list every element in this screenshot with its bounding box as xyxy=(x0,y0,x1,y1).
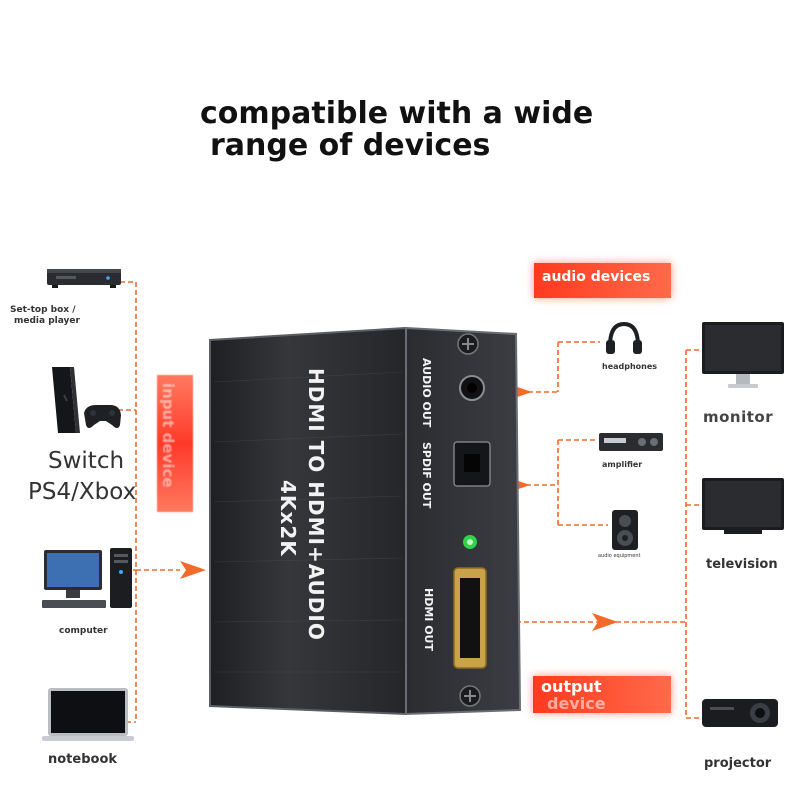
television-image xyxy=(700,476,786,543)
television-icon xyxy=(702,478,784,534)
headphones-image xyxy=(604,320,644,361)
amplifier-image xyxy=(598,430,664,461)
notebook-image xyxy=(42,686,134,749)
device-name: HDMI TO HDMI+AUDIO xyxy=(304,368,328,641)
television-label: television xyxy=(706,557,778,572)
spdif-out-label: SPDIF OUT xyxy=(420,442,433,509)
speaker-icon xyxy=(612,510,638,550)
game-console-icon xyxy=(52,367,121,433)
computer-label: computer xyxy=(59,626,108,636)
input-device-tag: input device xyxy=(157,375,193,512)
audio-out-label: AUDIO OUT xyxy=(420,358,433,428)
device-resolution: 4Kx2K xyxy=(276,480,300,557)
hdmi-out-label: HDMI OUT xyxy=(422,588,435,651)
notebook-label: notebook xyxy=(48,752,118,767)
headphones-icon xyxy=(606,321,642,354)
title-line-2: range of devices xyxy=(210,128,491,163)
headphones-label: headphones xyxy=(602,362,658,371)
output-device-tag: output device xyxy=(533,676,671,713)
title-line-1: compatible with a wide xyxy=(200,96,594,131)
settop-box-image xyxy=(46,266,122,288)
laptop-icon xyxy=(42,688,134,741)
amplifier-label: amplifier xyxy=(602,460,643,469)
monitor-icon xyxy=(702,322,784,388)
settop-box-icon xyxy=(47,269,121,288)
speaker-image xyxy=(610,508,640,557)
projector-image xyxy=(700,693,780,738)
monitor-image xyxy=(700,320,786,397)
projector-label: projector xyxy=(704,756,772,771)
extractor-body xyxy=(209,326,522,716)
speaker-label: audio equipment xyxy=(598,553,641,559)
settop-box-label: Set-top box / media player xyxy=(10,305,80,326)
page-title: compatible with a wide range of devices xyxy=(200,98,593,162)
monitor-label: monitor xyxy=(703,408,774,426)
audio-devices-tag: audio devices xyxy=(534,263,671,298)
projector-icon xyxy=(702,699,778,727)
computer-icon xyxy=(42,548,132,608)
hdmi-audio-extractor: HDMI TO HDMI+AUDIO 4Kx2K AUDIO OUT SPDIF… xyxy=(206,322,524,718)
switch-label: Switch PS4/Xbox xyxy=(28,448,137,505)
amplifier-icon xyxy=(599,433,663,451)
game-console-image xyxy=(48,365,122,442)
computer-image xyxy=(40,546,136,621)
